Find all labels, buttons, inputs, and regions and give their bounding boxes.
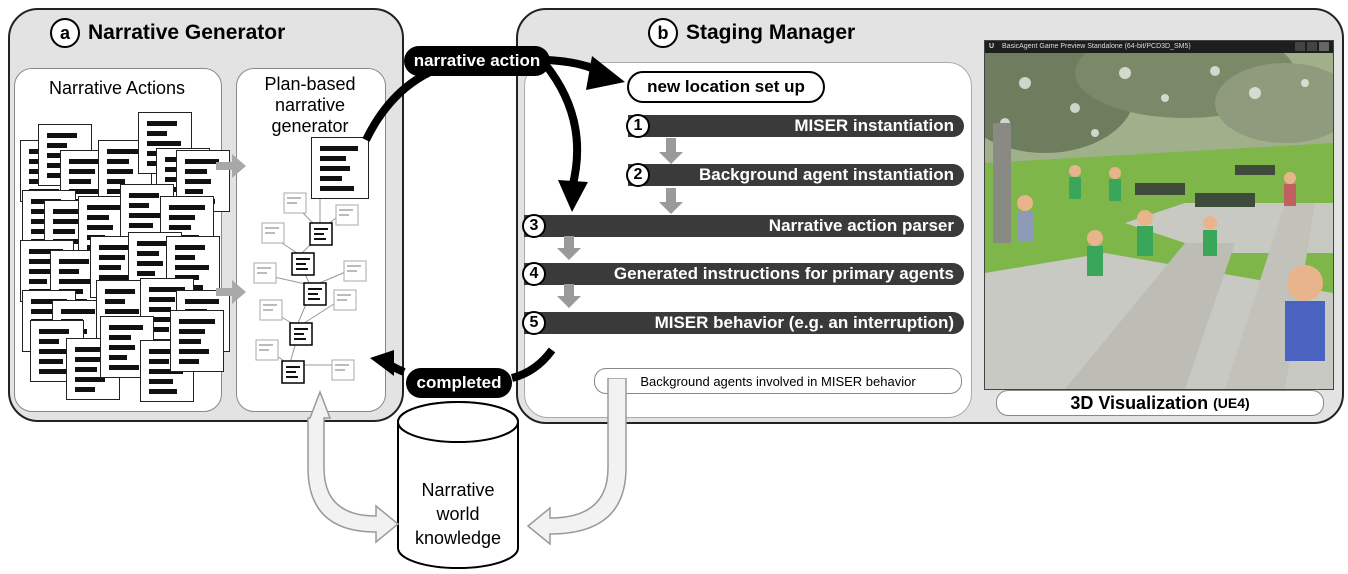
planner-title: Plan-based narrative generator	[236, 74, 384, 137]
planner-title-line-2: narrative	[274, 95, 346, 115]
panel-b-title: b Staging Manager	[648, 18, 855, 48]
knowledge-flow-arrows	[307, 378, 627, 546]
visualization-caption-suffix: (UE4)	[1213, 395, 1250, 411]
actions-to-planner-arrows	[216, 154, 246, 304]
panel-b-title-text: Staging Manager	[686, 21, 856, 44]
step-2-bar: Background agent instantiation	[628, 164, 964, 186]
narrative-actions-title: Narrative Actions	[48, 78, 186, 98]
panel-b-letter: b	[648, 18, 678, 48]
visualization-titlebar: U BasicAgent Game Preview Standalone (64…	[985, 41, 1333, 53]
new-location-setup-label: new location set up	[627, 71, 825, 103]
panel-a-letter: a	[50, 18, 80, 48]
step-flow-arrows	[557, 138, 683, 308]
minimize-icon[interactable]	[1295, 42, 1305, 51]
step-4-number: 4	[522, 262, 546, 286]
planner-title-line-3: generator	[271, 116, 349, 136]
step-2-number: 2	[626, 163, 650, 187]
database-label: Narrative world knowledge	[396, 478, 520, 550]
visualization-window-title: BasicAgent Game Preview Standalone (64-b…	[1002, 43, 1191, 50]
visualization-window: U BasicAgent Game Preview Standalone (64…	[984, 40, 1334, 390]
maximize-icon[interactable]	[1307, 42, 1317, 51]
scene-render	[985, 53, 1333, 389]
narrative-action-document	[170, 310, 224, 372]
unreal-logo-icon: U	[989, 43, 995, 50]
step-4-bar: Generated instructions for primary agent…	[524, 263, 964, 285]
close-icon[interactable]	[1319, 42, 1329, 51]
plan-tree-diagram	[253, 192, 367, 384]
step-1-number: 1	[626, 114, 650, 138]
panel-a-title: a Narrative Generator	[50, 18, 285, 48]
narrative-action-flow-label: narrative action	[404, 46, 550, 76]
step-5-number: 5	[522, 311, 546, 335]
step-3-number: 3	[522, 214, 546, 238]
step-3-bar: Narrative action parser	[524, 215, 964, 237]
database-label-line-1: Narrative	[421, 480, 495, 500]
database-cylinder	[397, 401, 519, 569]
database-label-line-2: world	[436, 504, 480, 524]
database-label-line-3: knowledge	[414, 528, 502, 548]
visualization-caption-text: 3D Visualization	[1070, 392, 1209, 413]
panel-a-title-text: Narrative Generator	[88, 21, 286, 44]
visualization-caption: 3D Visualization (UE4)	[996, 390, 1324, 416]
completed-flow-label: completed	[406, 368, 512, 398]
planner-title-line-1: Plan-based	[264, 74, 356, 94]
background-agents-label: Background agents involved in MISER beha…	[594, 368, 962, 394]
step-5-bar: MISER behavior (e.g. an interruption)	[524, 312, 964, 334]
selected-plan-action-document	[311, 137, 369, 199]
window-controls	[1293, 42, 1329, 51]
step-1-bar: MISER instantiation	[628, 115, 964, 137]
